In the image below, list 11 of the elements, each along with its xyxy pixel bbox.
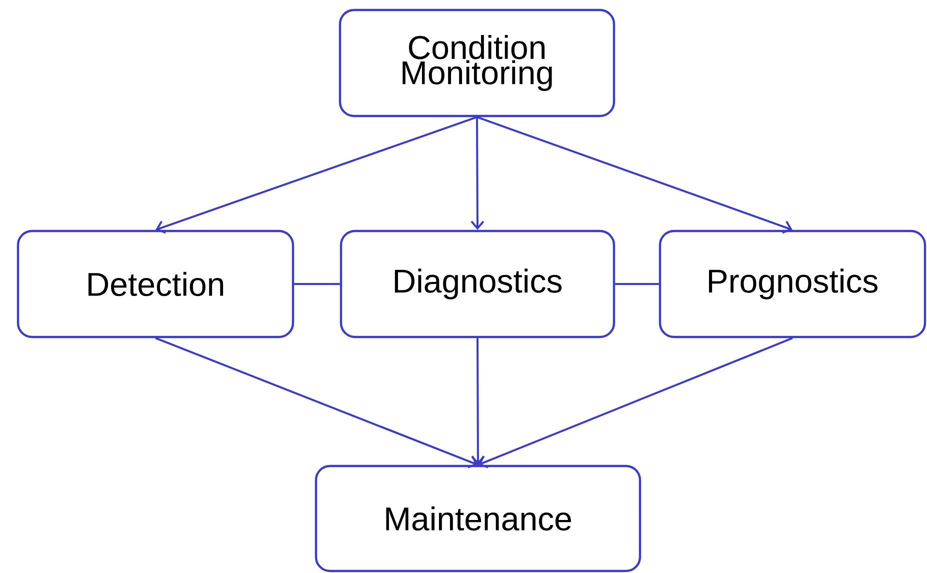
arrow — [155, 337, 478, 468]
arrow — [471, 338, 485, 465]
process-box: Prognostics — [658, 230, 926, 338]
process-box: Maintenance — [314, 464, 642, 572]
arrow — [476, 116, 792, 234]
arrow — [470, 117, 484, 230]
arrow — [478, 337, 793, 468]
process-box: Diagnostics — [340, 230, 616, 338]
process-box: Detection — [16, 230, 294, 338]
arrow — [156, 116, 478, 234]
process-box: Condition Monitoring — [338, 8, 616, 118]
